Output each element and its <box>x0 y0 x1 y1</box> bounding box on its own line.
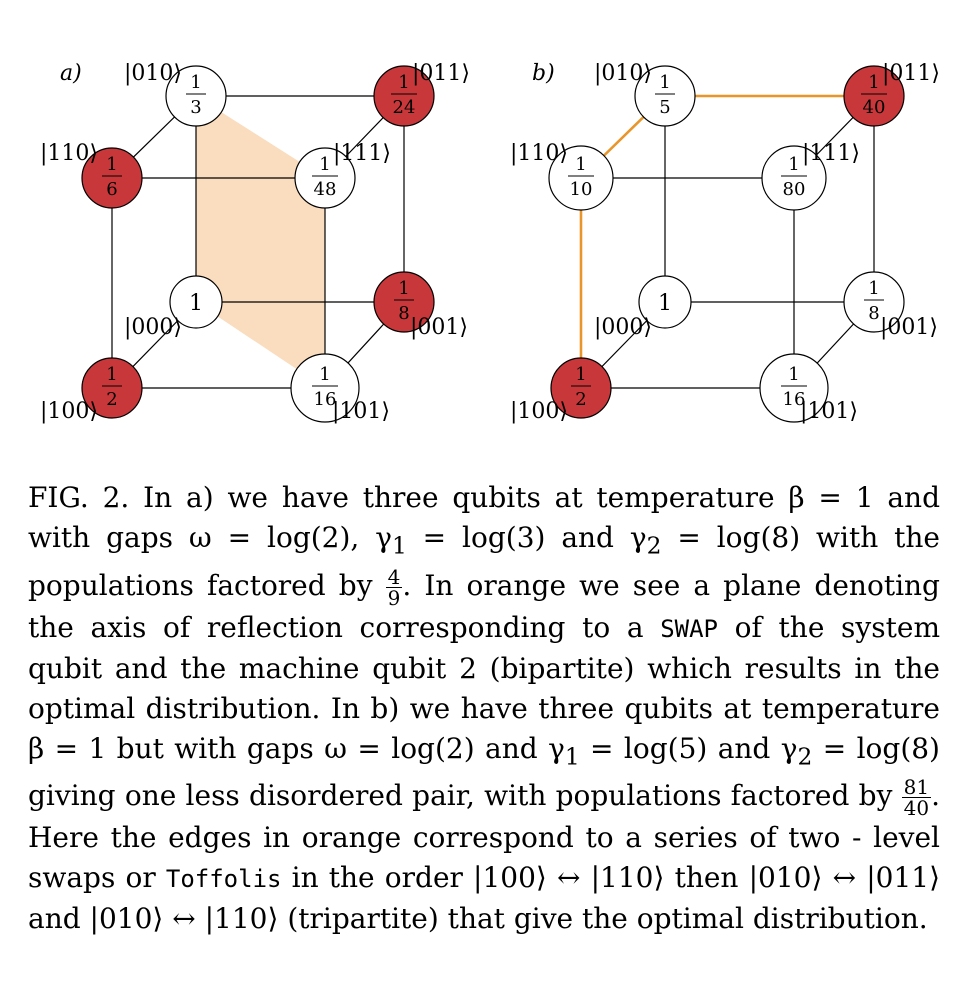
node-110-num: 1 <box>575 154 586 175</box>
node-011-num: 1 <box>868 72 879 93</box>
node-111-num: 1 <box>788 154 799 175</box>
ket-000: |000⟩ <box>124 315 182 340</box>
caption-text-8: . Here the edges in orange correspond to… <box>28 779 940 895</box>
node-100: 1 2 <box>550 357 612 419</box>
node-110-den: 10 <box>570 179 593 200</box>
node-001-den: 8 <box>868 303 879 324</box>
node-000: 1 <box>169 275 223 329</box>
ket-001: |001⟩ <box>880 315 938 340</box>
panel-a: a) 1 3 1 24 1 <box>40 61 470 424</box>
node-001: 1 8 <box>373 271 435 333</box>
ket-010: |010⟩ <box>124 61 182 86</box>
caption-text-1: FIG. 2. In a) we have three qubits at te… <box>28 481 940 554</box>
panel-b-label: b) <box>532 61 555 86</box>
fraction-2-denominator: 40 <box>903 796 930 821</box>
node-010-den: 5 <box>659 97 670 118</box>
node-110-num: 1 <box>106 154 117 175</box>
node-100-num: 1 <box>106 364 117 385</box>
fraction-2-numerator: 81 <box>901 775 932 800</box>
node-100-den: 2 <box>575 389 586 410</box>
caption-text-7: = log(8) giving one less disordered pair… <box>28 731 940 813</box>
caption-text-3: = log(8) with the populations factored b… <box>28 521 940 602</box>
node-100-num: 1 <box>575 364 586 385</box>
node-011-den: 24 <box>393 97 416 118</box>
node-011-den: 40 <box>863 97 886 118</box>
caption-sub-2: 2 <box>646 531 662 560</box>
figure-caption: FIG. 2. In a) we have three qubits at te… <box>28 478 940 939</box>
caption-text-4: . In orange we see a plane denoting the … <box>28 568 940 644</box>
caption-text-2: = log(3) and γ <box>406 521 647 554</box>
node-011: 1 40 <box>843 65 905 127</box>
node-001-num: 1 <box>398 278 409 299</box>
ket-101: |101⟩ <box>332 399 390 424</box>
caption-text-9: in the order |100⟩ ↔ |110⟩ then |010⟩ ↔ … <box>28 861 940 936</box>
caption-sub-3: 1 <box>564 742 580 771</box>
node-010-num: 1 <box>190 72 201 93</box>
node-110-den: 6 <box>106 179 117 200</box>
node-010: 1 5 <box>634 65 696 127</box>
node-010: 1 3 <box>165 65 227 127</box>
ket-101: |101⟩ <box>800 399 858 424</box>
ket-100: |100⟩ <box>510 399 568 424</box>
node-101-num: 1 <box>788 364 799 385</box>
node-111: 1 48 <box>294 147 356 209</box>
node-000: 1 <box>638 275 692 329</box>
node-110: 1 10 <box>548 145 614 211</box>
node-101: 1 16 <box>290 353 360 423</box>
caption-text-6: = log(5) and γ <box>579 731 798 765</box>
ket-000: |000⟩ <box>594 315 652 340</box>
caption-swap-gate: SWAP <box>660 614 718 643</box>
ket-001: |001⟩ <box>410 315 468 340</box>
panel-a-label: a) <box>60 61 82 86</box>
ket-110: |110⟩ <box>40 141 98 166</box>
ket-011: |011⟩ <box>882 61 940 86</box>
figure-2: a) 1 3 1 24 1 <box>0 0 966 450</box>
panel-b: b) 1 5 1 40 1 10 <box>510 61 940 424</box>
ket-111: |111⟩ <box>333 141 391 166</box>
node-101: 1 16 <box>759 353 829 423</box>
node-000-value: 1 <box>189 291 203 316</box>
node-001-num: 1 <box>868 278 879 299</box>
fraction-1-numerator: 4 <box>385 564 403 589</box>
fraction-1-denominator: 9 <box>387 585 401 610</box>
node-011-num: 1 <box>398 72 409 93</box>
caption-toffolis: Toffolis <box>165 865 282 894</box>
ket-010: |010⟩ <box>594 61 652 86</box>
node-100-den: 2 <box>106 389 117 410</box>
node-011: 1 24 <box>373 65 435 127</box>
node-100: 1 2 <box>81 357 143 419</box>
reflection-plane <box>196 96 325 388</box>
ket-110: |110⟩ <box>510 141 568 166</box>
node-111-den: 80 <box>783 179 806 200</box>
caption-text-5: of the system qubit and the machine qubi… <box>28 610 940 765</box>
ket-100: |100⟩ <box>40 399 98 424</box>
node-111-num: 1 <box>319 154 330 175</box>
node-010-num: 1 <box>659 72 670 93</box>
node-001-den: 8 <box>398 303 409 324</box>
node-000-value: 1 <box>658 291 672 316</box>
ket-111: |111⟩ <box>802 141 860 166</box>
caption-sub-4: 2 <box>797 742 813 771</box>
node-001: 1 8 <box>843 271 905 333</box>
node-111-den: 48 <box>314 179 337 200</box>
node-101-den: 16 <box>783 389 806 410</box>
ket-011: |011⟩ <box>412 61 470 86</box>
node-111: 1 80 <box>761 145 827 211</box>
caption-sub-1: 1 <box>391 531 407 560</box>
node-110: 1 6 <box>81 147 143 209</box>
node-010-den: 3 <box>190 97 201 118</box>
node-101-num: 1 <box>319 364 330 385</box>
node-101-den: 16 <box>314 389 337 410</box>
